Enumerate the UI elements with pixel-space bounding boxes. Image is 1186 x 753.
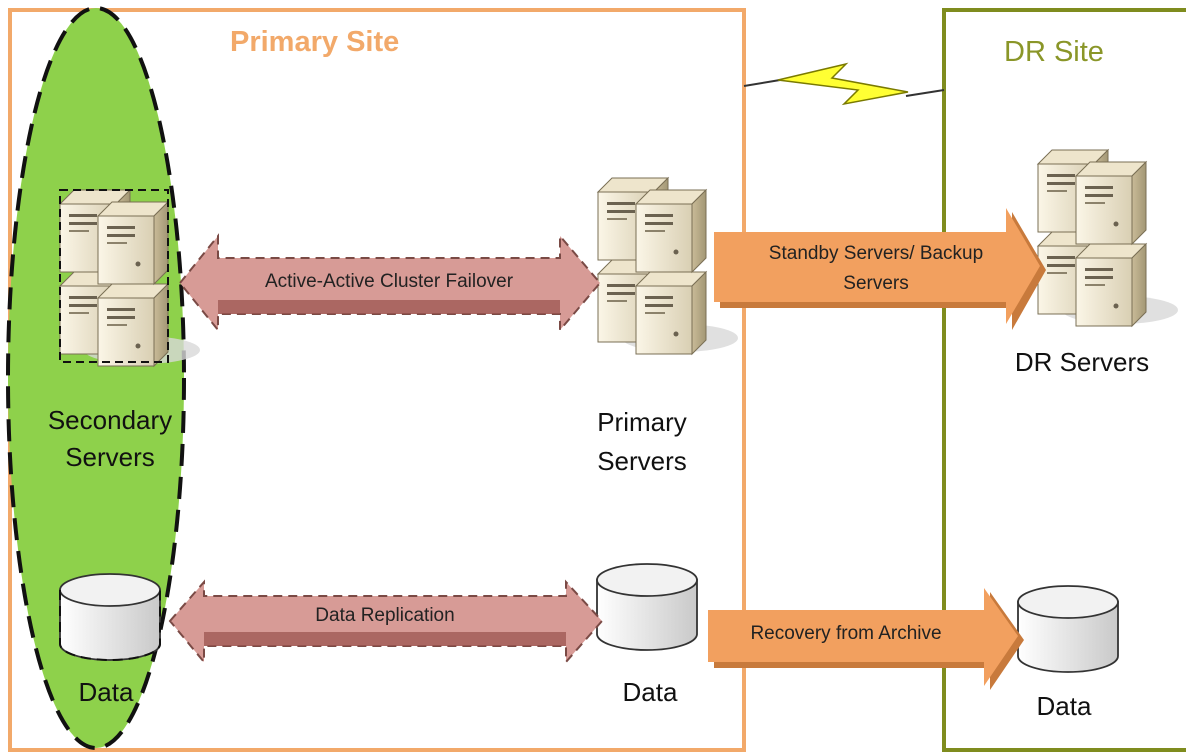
recovery-arrow — [708, 588, 1024, 690]
recovery-label: Recovery from Archive — [750, 623, 942, 644]
secondary-servers-label-line2: Servers — [65, 442, 155, 472]
data-replication-label: Data Replication — [315, 605, 455, 626]
secondary-server-stack-icon — [59, 189, 200, 366]
secondary-database-icon — [59, 573, 161, 661]
primary-database-icon — [596, 563, 698, 651]
standby-label-line2: Servers — [843, 273, 909, 294]
secondary-servers-label-line1: Secondary — [47, 405, 173, 435]
dr-site-title: DR Site — [1004, 36, 1104, 68]
secondary-zone — [6, 6, 186, 750]
primary-servers-label-line2: Servers — [597, 446, 687, 476]
lightning-link-icon — [743, 62, 945, 106]
standby-label-line1: Standby Servers/ Backup — [768, 243, 984, 264]
primary-servers-label-line1: Primary — [597, 407, 687, 437]
cluster-failover-arrow — [178, 233, 602, 333]
data-replication-arrow — [168, 579, 604, 665]
primary-data-label: Data — [622, 677, 678, 707]
dr-site-frame — [942, 8, 1186, 752]
dr-database-icon — [1017, 585, 1119, 673]
cluster-failover-label: Active-Active Cluster Failover — [264, 271, 514, 292]
dr-server-stack-icon — [1038, 150, 1178, 326]
dr-servers-label: DR Servers — [1014, 347, 1150, 377]
primary-site-title: Primary Site — [230, 26, 400, 58]
standby-arrow — [714, 208, 1046, 330]
dr-data-label: Data — [1036, 691, 1092, 721]
secondary-data-label: Data — [78, 677, 134, 707]
